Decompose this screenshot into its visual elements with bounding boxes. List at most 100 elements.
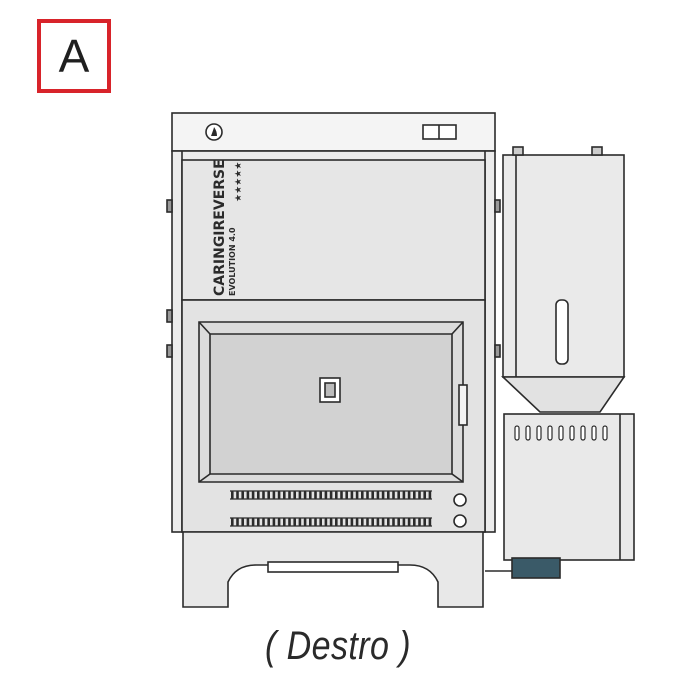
vent-slot <box>267 491 270 499</box>
knob-bottom <box>453 514 467 528</box>
vent-slot <box>293 518 296 526</box>
vent-row-top <box>230 490 432 500</box>
vent-slot <box>246 491 250 499</box>
vent-slot <box>402 491 406 499</box>
feed-slot <box>525 425 531 441</box>
vent-slot <box>376 491 380 499</box>
feed-slot <box>558 425 564 441</box>
vent-slot <box>387 491 390 499</box>
vent-slot <box>319 491 322 499</box>
vent-slot <box>309 491 312 499</box>
vent-slot <box>361 518 364 526</box>
vent-slot <box>241 491 244 499</box>
vent-slot <box>413 491 416 499</box>
vent-row-bottom <box>230 517 432 527</box>
vent-slot <box>251 491 255 499</box>
vent-slot <box>381 518 385 526</box>
vent-slot <box>335 518 338 526</box>
brand-name: CARINGIREVERSE <box>212 159 228 296</box>
vent-slot <box>324 518 328 526</box>
vent-slot <box>277 518 281 526</box>
vent-slot <box>314 518 317 526</box>
vent-slot <box>303 491 307 499</box>
vent-slot <box>371 491 374 499</box>
vent-slot <box>418 491 421 499</box>
vent-slot <box>288 518 291 526</box>
hopper-window <box>555 299 569 365</box>
vent-slot <box>231 518 234 526</box>
vent-slot <box>371 518 374 526</box>
vent-slot <box>262 518 265 526</box>
vent-slot <box>335 491 338 499</box>
vent-slot <box>329 518 333 526</box>
vent-slot <box>355 518 359 526</box>
vent-slot <box>272 518 276 526</box>
vent-slot <box>392 518 395 526</box>
vent-slot <box>397 518 400 526</box>
vent-slot <box>350 491 354 499</box>
vent-slot <box>423 518 426 526</box>
vent-slot <box>298 518 302 526</box>
vent-slot <box>329 491 333 499</box>
vent-slot <box>376 518 380 526</box>
vent-slot <box>257 491 260 499</box>
vent-slot <box>298 491 302 499</box>
vent-slot <box>277 491 281 499</box>
knob-top <box>453 493 467 507</box>
feed-slot <box>591 425 597 441</box>
vent-slot <box>257 518 260 526</box>
vent-slot <box>272 491 276 499</box>
vent-slot <box>283 518 286 526</box>
vent-slot <box>340 518 343 526</box>
vent-slot <box>407 518 411 526</box>
door-glass <box>209 333 453 475</box>
vent-slot <box>366 518 369 526</box>
vent-slot <box>350 518 354 526</box>
vent-slot <box>246 518 250 526</box>
figure-label-letter: A <box>58 30 90 82</box>
vent-slot <box>236 518 239 526</box>
stove-base <box>182 531 484 608</box>
vent-slot <box>340 491 343 499</box>
feed-slot <box>536 425 542 441</box>
vent-slot <box>355 491 359 499</box>
orientation-caption: ( Destro ) <box>265 624 411 668</box>
vent-slot <box>241 518 244 526</box>
vent-slot <box>303 518 307 526</box>
feed-unit <box>503 413 635 561</box>
vent-slot <box>428 518 432 526</box>
vent-slot <box>309 518 312 526</box>
vent-slot <box>319 518 322 526</box>
vent-slot <box>236 491 239 499</box>
vent-slot <box>324 491 328 499</box>
vent-slot <box>345 491 348 499</box>
vent-slot <box>251 518 255 526</box>
vent-slot <box>262 491 265 499</box>
vent-slot <box>288 491 291 499</box>
vent-slot <box>402 518 406 526</box>
rating-stars: ★★★★★ <box>234 162 244 202</box>
vent-slot <box>423 491 426 499</box>
feed-slot <box>602 425 608 441</box>
feed-slot <box>514 425 520 441</box>
vent-slot <box>387 518 390 526</box>
feed-slot <box>569 425 575 441</box>
figure-label-badge: A <box>37 19 111 93</box>
vent-slot <box>231 491 234 499</box>
vent-slot <box>293 491 296 499</box>
vent-slot <box>418 518 421 526</box>
vent-slot <box>314 491 317 499</box>
vent-slot <box>345 518 348 526</box>
vent-slot <box>361 491 364 499</box>
vent-slot <box>267 518 270 526</box>
brand-subline: EVOLUTION 4.0 <box>228 227 237 296</box>
vent-slot <box>366 491 369 499</box>
feed-slot <box>580 425 586 441</box>
vent-slot <box>381 491 385 499</box>
vent-slot <box>392 491 395 499</box>
feed-motor <box>511 557 561 579</box>
vent-slot <box>407 491 411 499</box>
vent-slot <box>283 491 286 499</box>
vent-slot <box>413 518 416 526</box>
